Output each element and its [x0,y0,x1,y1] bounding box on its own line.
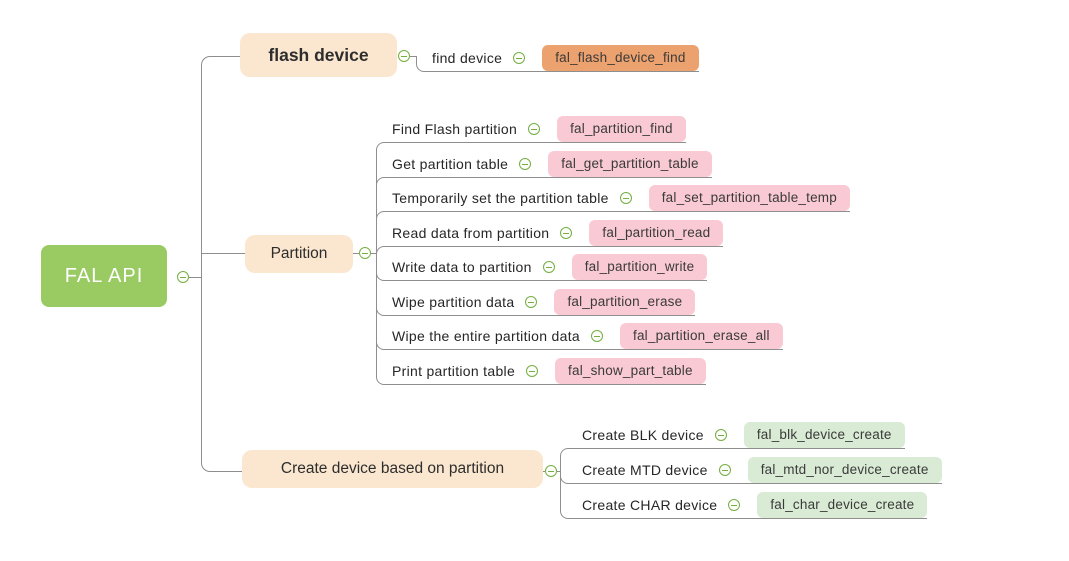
topic-row-create-char-device: Create CHAR device fal_char_device_creat… [568,492,928,519]
function-box[interactable]: fal_set_partition_table_temp [648,185,850,211]
connector-line [353,253,359,254]
collapse-minus-icon[interactable] [542,261,555,273]
topic-row-read-data-from-partition: Read data from partition fal_partition_r… [384,220,724,247]
connector-corner [416,56,424,72]
collapse-minus-icon[interactable] [528,123,541,135]
topic-row-get-partition-table: Get partition table fal_get_partition_ta… [384,151,712,178]
connector-corner [560,476,568,484]
function-box[interactable]: fal_flash_device_find [542,45,699,71]
branch-node-label: Partition [270,245,328,262]
function-box[interactable]: fal_partition_erase [554,289,696,315]
branch-spine [201,64,202,464]
collapse-minus-icon[interactable] [398,50,410,62]
topic-label[interactable]: Create BLK device [582,427,704,443]
topic-row-wipe-partition-data: Wipe partition data fal_partition_erase [384,289,696,316]
branch-node-label: flash device [268,44,369,65]
connector-line [557,471,561,472]
topic-label[interactable]: Print partition table [392,363,516,379]
function-box[interactable]: fal_partition_find [557,116,686,142]
function-box[interactable]: fal_partition_write [571,254,708,280]
function-box[interactable]: fal_get_partition_table [548,151,712,177]
connector-corner [201,56,210,65]
topic-label[interactable]: Temporarily set the partition table [392,190,609,206]
function-box[interactable]: fal_char_device_create [757,492,928,518]
connector-corner [560,448,568,456]
connector-corner [376,177,384,185]
topic-label[interactable]: Find Flash partition [392,121,518,137]
collapse-minus-icon[interactable] [526,365,539,377]
connector-line [410,56,417,57]
topic-row-wipe-entire-partition-data: Wipe the entire partition data fal_parti… [384,323,783,350]
topic-label[interactable]: Create MTD device [582,462,708,478]
connector-line [209,56,240,57]
topic-row-print-partition-table: Print partition table fal_show_part_tabl… [384,358,706,385]
connector-corner [376,273,384,281]
collapse-minus-icon[interactable] [728,499,741,511]
topic-row-create-mtd-device: Create MTD device fal_mtd_nor_device_cre… [568,457,942,484]
branch-spine [376,150,377,377]
collapse-minus-icon[interactable] [714,429,727,441]
connector-corner [376,142,384,150]
collapse-minus-icon[interactable] [560,227,573,239]
branch-spine [560,456,561,511]
connector-line [209,471,242,472]
connector-corner [376,308,384,316]
collapse-minus-icon[interactable] [718,464,731,476]
collapse-minus-icon[interactable] [525,296,538,308]
topic-label[interactable]: Wipe the entire partition data [392,328,580,344]
function-box[interactable]: fal_show_part_table [555,358,706,384]
collapse-minus-icon[interactable] [513,52,526,64]
topic-label[interactable]: Wipe partition data [392,294,515,310]
connector-line [371,253,376,254]
topic-row-write-data-to-partition: Write data to partition fal_partition_wr… [384,254,708,281]
collapse-minus-icon[interactable] [519,158,532,170]
connector-line [202,253,245,254]
topic-row-find-device: find device fal_flash_device_find [424,45,699,72]
topic-row-create-blk-device: Create BLK device fal_blk_device_create [568,422,905,449]
topic-row-find-flash-partition: Find Flash partition fal_partition_find [384,116,686,143]
function-box[interactable]: fal_partition_read [589,220,724,246]
branch-node-create-device[interactable]: Create device based on partition [242,450,543,488]
root-node-label: FAL API [64,264,144,287]
topic-label[interactable]: Read data from partition [392,225,550,241]
topic-label[interactable]: find device [432,50,503,66]
topic-label[interactable]: Get partition table [392,156,509,172]
collapse-minus-icon[interactable] [591,330,603,342]
root-node-fal-api[interactable]: FAL API [41,245,167,307]
topic-row-set-partition-table-temp: Temporarily set the partition table fal_… [384,185,850,212]
connector-corner [376,211,384,219]
branch-node-partition[interactable]: Partition [245,235,353,273]
connector-corner [376,342,384,350]
branch-node-flash-device[interactable]: flash device [240,33,397,77]
function-box[interactable]: fal_blk_device_create [743,422,905,448]
connector-corner [376,246,384,254]
branch-node-label: Create device based on partition [280,460,505,477]
connector-line [189,277,201,278]
collapse-minus-icon[interactable] [359,247,371,259]
connector-corner [376,377,384,385]
function-box[interactable]: fal_mtd_nor_device_create [747,457,942,483]
connector-corner [560,511,568,519]
topic-label[interactable]: Write data to partition [392,259,532,275]
collapse-minus-icon[interactable] [177,271,189,283]
collapse-minus-icon[interactable] [545,465,557,477]
function-box[interactable]: fal_partition_erase_all [620,323,783,349]
collapse-minus-icon[interactable] [619,192,632,204]
topic-label[interactable]: Create CHAR device [582,497,718,513]
connector-line [543,471,545,472]
